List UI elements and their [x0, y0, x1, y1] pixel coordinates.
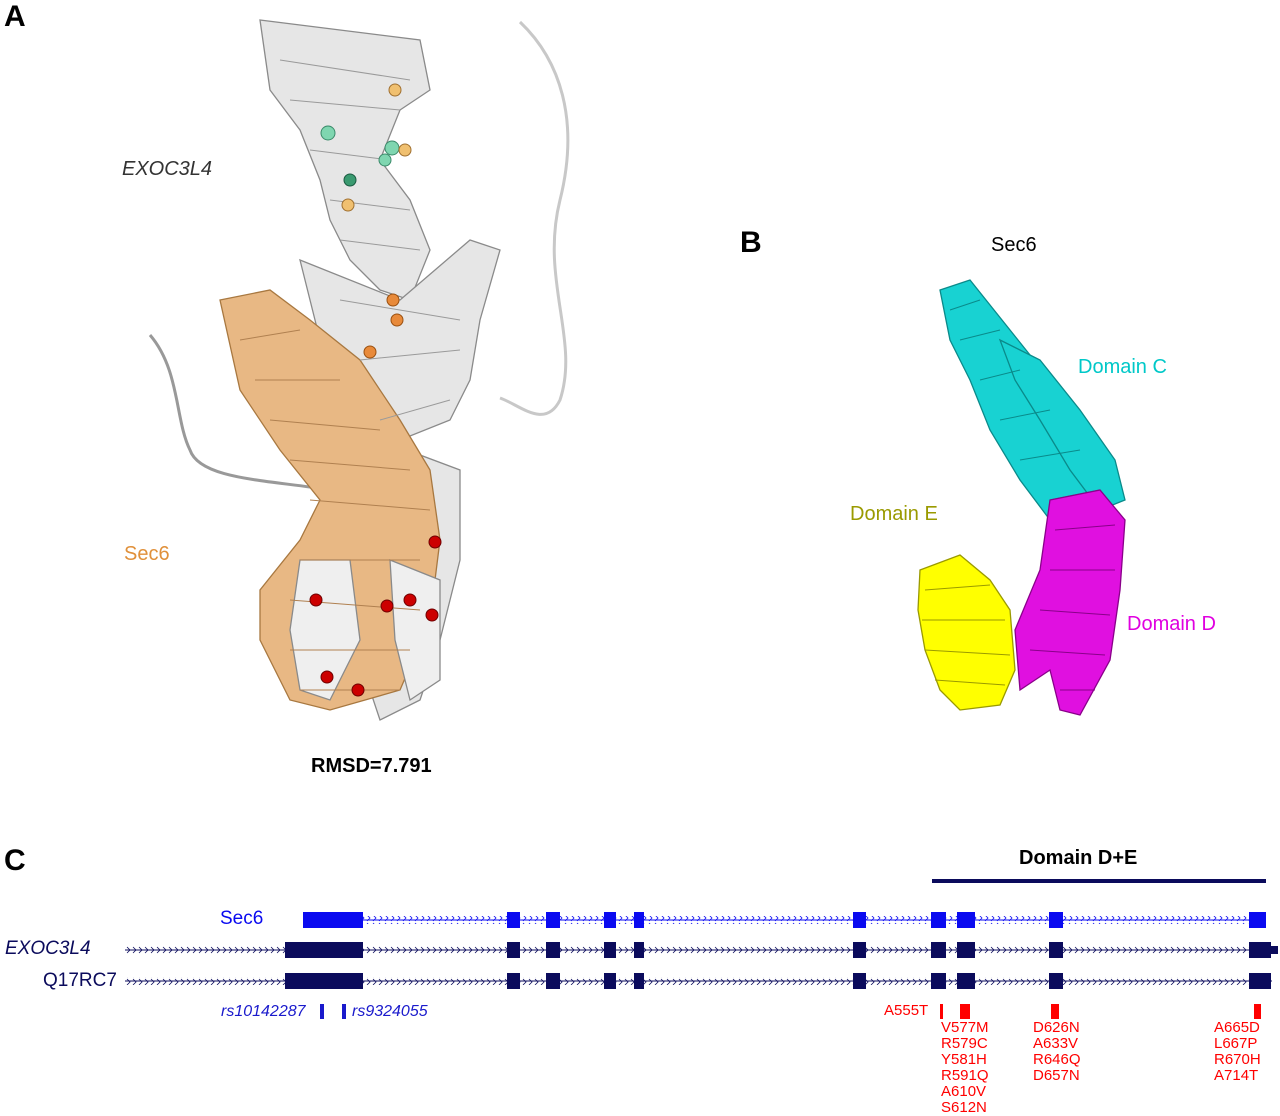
- snp-marker-2: [342, 1004, 346, 1019]
- variant-label: A714T: [1214, 1067, 1259, 1084]
- track-label-exoc3l4: EXOC3L4: [5, 938, 91, 959]
- variant-label: Y581H: [941, 1051, 987, 1068]
- track-exoc3l4: [125, 942, 1278, 958]
- domain-d-label: Domain D: [1127, 613, 1216, 635]
- variant-group-2: V577M R579C Y581H R591Q A610V S612N: [941, 1020, 989, 1116]
- variant-label: A633V: [1033, 1035, 1079, 1052]
- variant-label: D657N: [1033, 1067, 1080, 1084]
- snp-marker-1: [320, 1004, 324, 1019]
- variant-label: D626N: [1033, 1019, 1080, 1036]
- variant-label: S612N: [941, 1099, 987, 1116]
- variant-label: A610V: [941, 1083, 987, 1100]
- track-sec6: [303, 912, 1266, 928]
- exoc3l4-structure-label: EXOC3L4: [122, 158, 213, 180]
- variant-marker-2: [960, 1004, 970, 1019]
- panel-b-structure: [917, 279, 1126, 716]
- variant-marker-3: [1051, 1004, 1059, 1019]
- domain-c-label: Domain C: [1078, 356, 1167, 378]
- sec6-structure-label: Sec6: [124, 543, 170, 565]
- variant-label: R579C: [941, 1035, 988, 1052]
- snp-label-2: rs9324055: [352, 1003, 428, 1020]
- track-label-q17rc7: Q17RC7: [43, 970, 117, 991]
- gene-tracks: [125, 912, 1278, 1010]
- variant-label: A555T: [884, 1002, 929, 1019]
- variant-marker-1: [940, 1004, 943, 1019]
- panel-a-letter: A: [4, 0, 26, 33]
- variant-label: R591Q: [941, 1067, 989, 1084]
- domain-de-bar: [932, 879, 1266, 883]
- variant-label: L667P: [1214, 1035, 1258, 1052]
- variant-label: R646Q: [1033, 1051, 1081, 1068]
- snp-label-1: rs10142287: [221, 1003, 306, 1020]
- variant-label: R670H: [1214, 1051, 1261, 1068]
- variant-label: A665D: [1214, 1019, 1260, 1036]
- track-q17rc7: [125, 973, 1272, 989]
- variant-group-4: A665D L667P R670H A714T: [1214, 1020, 1261, 1084]
- variant-group-1: A555T: [884, 1002, 928, 1019]
- variant-marker-4: [1254, 1004, 1261, 1019]
- domain-e-label: Domain E: [850, 503, 938, 525]
- variant-group-3: D626N A633V R646Q D657N: [1033, 1020, 1081, 1084]
- track-label-sec6: Sec6: [220, 908, 264, 929]
- panel-a-structure: [148, 19, 570, 721]
- rmsd-label: RMSD=7.791: [311, 755, 432, 777]
- variant-label: V577M: [941, 1019, 989, 1036]
- panel-b-title: Sec6: [991, 234, 1037, 256]
- domain-de-label: Domain D+E: [1019, 847, 1138, 869]
- panel-b-letter: B: [740, 226, 762, 259]
- panel-c-letter: C: [4, 844, 26, 877]
